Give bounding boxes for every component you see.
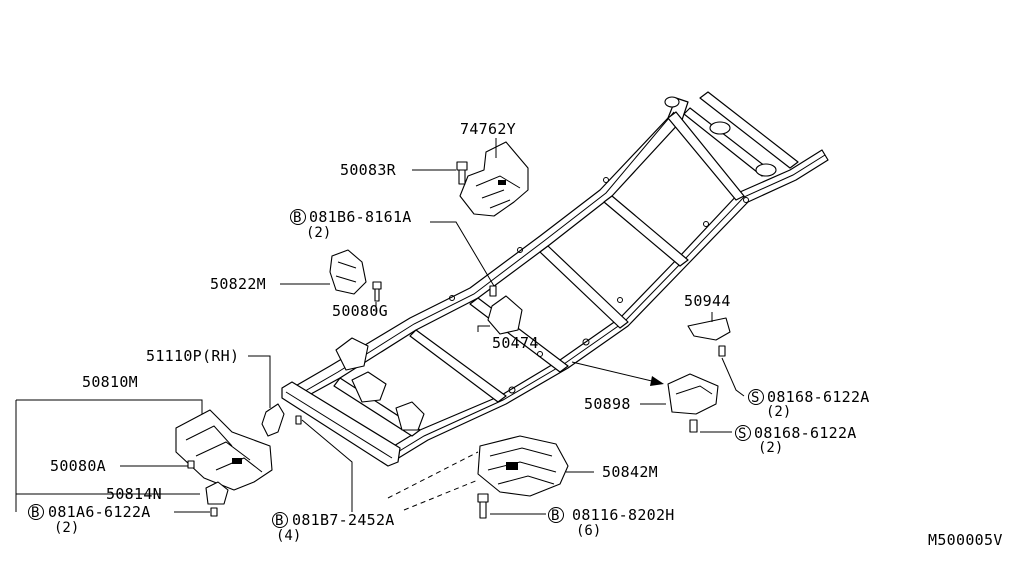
qty-08168-6122a-lower: (2) xyxy=(758,440,783,456)
callout-08116-8202h: B 08116-8202H (6) xyxy=(548,506,675,539)
chassis-frame xyxy=(281,91,829,467)
bracket-50822m xyxy=(329,249,367,295)
prefix-b-icon: B xyxy=(551,508,559,524)
label-50083r: 50083R xyxy=(340,161,397,179)
bolt-08116-8202h xyxy=(477,493,489,519)
callout-08168-6122a-lower: S 08168-6122A (2) xyxy=(735,424,857,456)
qty-08116-8202h: (6) xyxy=(576,523,601,539)
prefix-s-icon: S xyxy=(738,426,746,442)
prefix-s-icon: S xyxy=(751,390,759,406)
bracket-51110p xyxy=(261,403,285,437)
label-50898: 50898 xyxy=(584,395,631,413)
bracket-50814n xyxy=(205,481,229,505)
label-51110p-rh: 51110P(RH) xyxy=(146,347,239,365)
label-081b6-8161a: 081B6-8161A xyxy=(309,208,412,226)
label-74762y: 74762Y xyxy=(460,120,516,138)
undercover-50810m xyxy=(175,409,273,491)
qty-081a6-6122a: (2) xyxy=(54,520,79,536)
bolt-081a6-6122a xyxy=(210,507,218,517)
callout-08168-6122a-upper: S 08168-6122A (2) xyxy=(748,388,870,420)
prefix-b-icon: B xyxy=(293,210,301,226)
label-08168-6122a-upper: 08168-6122A xyxy=(767,388,870,406)
label-50474: 50474 xyxy=(492,334,539,352)
qty-08168-6122a-upper: (2) xyxy=(766,404,791,420)
bracket-50474 xyxy=(487,295,523,335)
bracket-50944 xyxy=(687,317,731,341)
label-50810m: 50810M xyxy=(82,373,138,391)
skid-plate-50842m xyxy=(477,435,569,497)
diagram-code: M500005V xyxy=(928,531,1003,549)
label-50080a: 50080A xyxy=(50,457,106,475)
prefix-b-icon: B xyxy=(275,513,283,529)
label-081a6-6122a: 081A6-6122A xyxy=(48,503,151,521)
bolt-50083r xyxy=(456,161,468,185)
label-50080g: 50080G xyxy=(332,302,388,320)
bolt-50080g xyxy=(372,281,382,302)
label-50814n: 50814N xyxy=(106,485,162,503)
label-50842m: 50842M xyxy=(602,463,658,481)
callout-081b7-2452a: B 081B7-2452A (4) xyxy=(272,511,395,544)
prefix-b-icon: B xyxy=(31,505,39,521)
label-08116-8202h: 08116-8202H xyxy=(572,506,675,524)
label-08168-6122a-lower: 08168-6122A xyxy=(754,424,857,442)
qty-081b6-8161a: (2) xyxy=(306,225,331,241)
callout-081b6-8161a: B 081B6-8161A (2) xyxy=(290,208,412,241)
qty-081b7-2452a: (4) xyxy=(276,528,301,544)
leader-lines xyxy=(15,138,745,515)
callout-081a6-6122a: B 081A6-6122A (2) xyxy=(28,503,151,536)
bracket-50898 xyxy=(667,373,719,415)
label-50822m: 50822M xyxy=(210,275,266,293)
label-081b7-2452a: 081B7-2452A xyxy=(292,511,395,529)
label-50944: 50944 xyxy=(684,292,731,310)
bolt-50080a xyxy=(187,460,195,469)
